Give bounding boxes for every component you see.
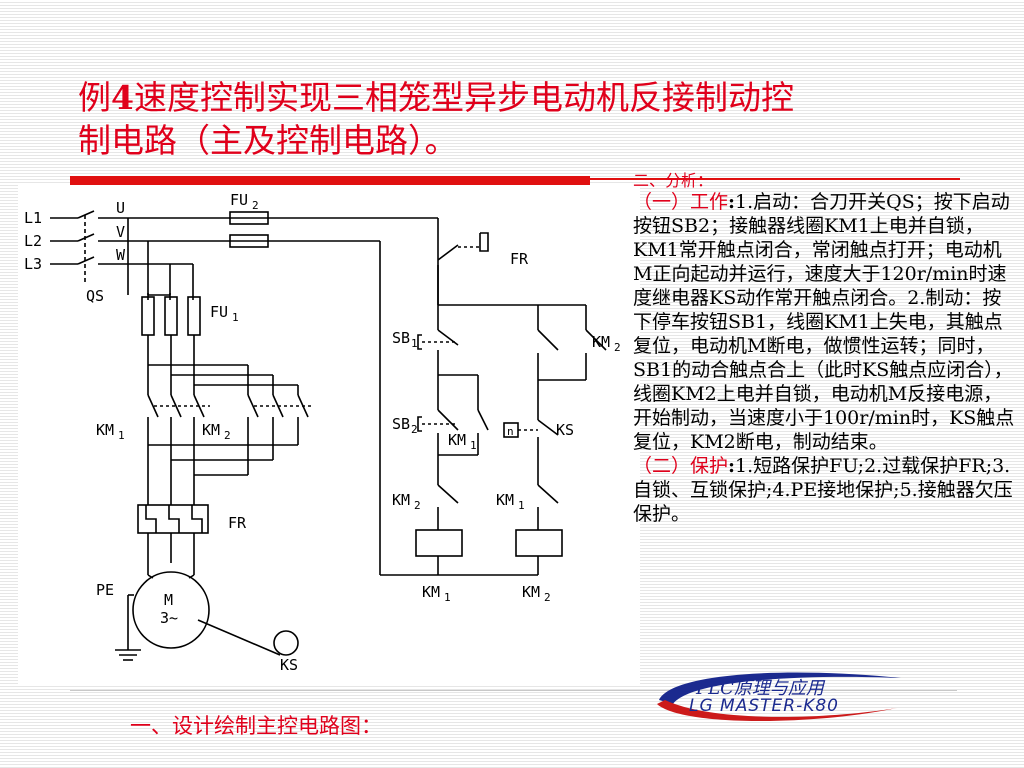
section1-body: 1.启动：合刀开关QS；按下启动按钮SB2；接触器线圈KM1上电并自锁，KM1常… (633, 191, 1015, 453)
section1-label: （一）工作 (633, 191, 729, 213)
label-motor-m: M (164, 591, 173, 609)
label-km1-self-sub: 1 (470, 439, 477, 452)
label-ks: KS (280, 656, 298, 674)
title-line2: 制电路（主及控制电路）。 (78, 121, 458, 160)
label-sb1: SB (392, 329, 410, 347)
label-coil-km1-sub: 1 (444, 591, 451, 604)
label-km1-sub: 1 (118, 429, 125, 442)
label-km2: KM (202, 421, 220, 439)
label-km2-self: KM (592, 333, 610, 351)
title-underline-thin (590, 178, 960, 180)
label-km2-self-sub: 2 (614, 341, 621, 354)
analysis-heading: 二、分析： (633, 171, 714, 190)
section2-colon: : (728, 455, 736, 477)
analysis-section-2: （二）保护:1.短路保护FU;2.过载保护FR;3.自锁、互锁保护;4.PE接地… (633, 454, 1018, 526)
slide-title: 例4速度控制实现三相笼型异步电动机反接制动控 制电路（主及控制电路）。 (78, 76, 978, 162)
circuit-diagram-svg: L1 L2 L3 U V W QS FU 2 FU 1 KM 1 KM 2 FR… (24, 191, 621, 674)
label-l1: L1 (24, 209, 42, 227)
section2-label: （二）保护 (633, 455, 729, 477)
label-km2-sub: 2 (224, 429, 231, 442)
label-sb2: SB (392, 415, 410, 433)
bottom-divider (70, 690, 957, 691)
label-u: U (116, 199, 125, 217)
section2-body: 1.短路保护FU;2.过载保护FR;3.自锁、互锁保护;4.PE接地保护;5.接… (633, 455, 1013, 525)
label-w: W (116, 246, 126, 264)
label-km1: KM (96, 421, 114, 439)
title-part-b: 4 (111, 78, 134, 117)
footer-caption: 一、设计绘制主控电路图： (130, 714, 382, 738)
title-part-c: 速度控制实现三相笼型异步电动机反接制动控 (133, 78, 794, 117)
label-fu2-sub: 2 (252, 199, 259, 212)
title-underline-bar (70, 176, 590, 186)
label-km1-lock: KM (496, 491, 514, 509)
label-ks-ctrl: KS (556, 421, 574, 439)
label-sb1-sub: 1 (411, 337, 418, 350)
label-qs: QS (86, 287, 104, 305)
circuit-diagram: L1 L2 L3 U V W QS FU 2 FU 1 KM 1 KM 2 FR… (18, 185, 640, 685)
label-fu2: FU (230, 191, 248, 209)
section1-colon: : (728, 191, 736, 213)
logo-subtitle: LG MASTER-K80 (689, 696, 839, 716)
label-pe: PE (96, 581, 114, 599)
label-km1-self: KM (448, 431, 466, 449)
logo-title: PLC原理与应用 (696, 678, 824, 699)
label-l2: L2 (24, 232, 42, 250)
label-fr-ctrl: FR (510, 250, 529, 268)
label-motor-phase: 3~ (160, 609, 178, 627)
title-part-a: 例 (78, 78, 111, 117)
analysis-section-1: （一）工作:1.启动：合刀开关QS；按下启动按钮SB2；接触器线圈KM1上电并自… (633, 190, 1018, 454)
label-coil-km2-sub: 2 (544, 591, 551, 604)
label-fr: FR (228, 514, 247, 532)
label-v: V (116, 223, 125, 241)
label-l3: L3 (24, 255, 42, 273)
label-n-symbol: n (507, 425, 514, 438)
label-km2-lock-sub: 2 (414, 499, 421, 512)
analysis-panel: 二、分析： （一）工作:1.启动：合刀开关QS；按下启动按钮SB2；接触器线圈K… (633, 172, 1018, 526)
plc-logo: PLC原理与应用 LG MASTER-K80 (651, 670, 906, 722)
label-km2-lock: KM (392, 491, 410, 509)
label-coil-km1: KM (422, 583, 440, 601)
label-fu1-sub: 1 (232, 311, 239, 324)
label-sb2-sub: 2 (411, 423, 418, 436)
label-coil-km2: KM (522, 583, 540, 601)
logo-swoosh-icon (657, 672, 901, 722)
label-km1-lock-sub: 1 (518, 499, 525, 512)
label-fu1: FU (210, 303, 228, 321)
